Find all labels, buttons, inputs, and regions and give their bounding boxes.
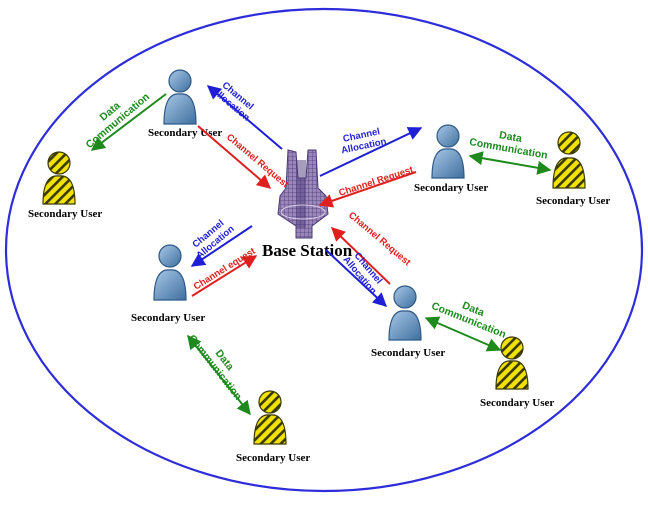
- allocation-label-left: Channel Allocation: [191, 218, 237, 262]
- request-arrow-right: [318, 171, 417, 208]
- base-station-tower-icon: [277, 149, 329, 239]
- request-label-right: Channel Request: [338, 164, 416, 199]
- user-label-bottom: Secondary User: [236, 452, 310, 464]
- svg-text:Data: Data: [498, 129, 523, 145]
- user-label-lower-right: Secondary User: [480, 397, 554, 409]
- data-arrow-right: [468, 151, 552, 175]
- base-station-label: Base Station: [262, 241, 353, 260]
- request-arrow-left: [191, 255, 258, 297]
- allocation-arrow-top-left: [206, 85, 283, 150]
- data-arrow-bottom: [187, 334, 251, 416]
- primary-user-top-left-icon: [163, 69, 197, 125]
- allocation-label-right: Channel Allocation: [340, 126, 387, 156]
- data-label-right: Data Communication: [468, 129, 548, 162]
- secondary-user-bottom-right-icon: [495, 336, 529, 390]
- data-label-top-left: Data Communication: [84, 91, 152, 151]
- svg-text:Communication: Communication: [84, 91, 152, 151]
- svg-text:Communication: Communication: [186, 333, 244, 403]
- user-label-right: Secondary User: [414, 182, 488, 194]
- request-label-top-left: Channel Request: [224, 132, 291, 191]
- coverage-boundary: [4, 7, 644, 493]
- primary-user-left-icon: [153, 244, 187, 301]
- allocation-label-bottom-right: Channel Allocation: [341, 251, 385, 297]
- user-label-left: Secondary User: [131, 312, 205, 324]
- primary-user-right-icon: [431, 124, 465, 179]
- data-label-bottom-right: Data Communication: [430, 299, 508, 340]
- data-arrow-top-left: [90, 93, 167, 151]
- primary-user-bottom-right-icon: [388, 285, 422, 341]
- request-arrow-top-left: [197, 125, 272, 189]
- allocation-arrow-left: [190, 225, 253, 267]
- secondary-user-top-left-icon: [42, 151, 76, 205]
- secondary-user-top-right-icon: [552, 131, 586, 189]
- user-label-far-right: Secondary User: [536, 195, 610, 207]
- allocation-label-top-left: Channel Allocation: [209, 80, 255, 124]
- data-label-bottom: Data Communication: [186, 333, 244, 403]
- request-arrow-bottom-right: [330, 227, 391, 285]
- allocation-arrow-right: [319, 127, 423, 177]
- allocation-arrow-bottom-right: [325, 249, 388, 307]
- user-label-bottom-right: Secondary User: [371, 347, 445, 359]
- data-arrow-bottom-right: [424, 316, 502, 352]
- user-label-far-left: Secondary User: [28, 208, 102, 220]
- secondary-user-bottom-icon: [253, 390, 287, 445]
